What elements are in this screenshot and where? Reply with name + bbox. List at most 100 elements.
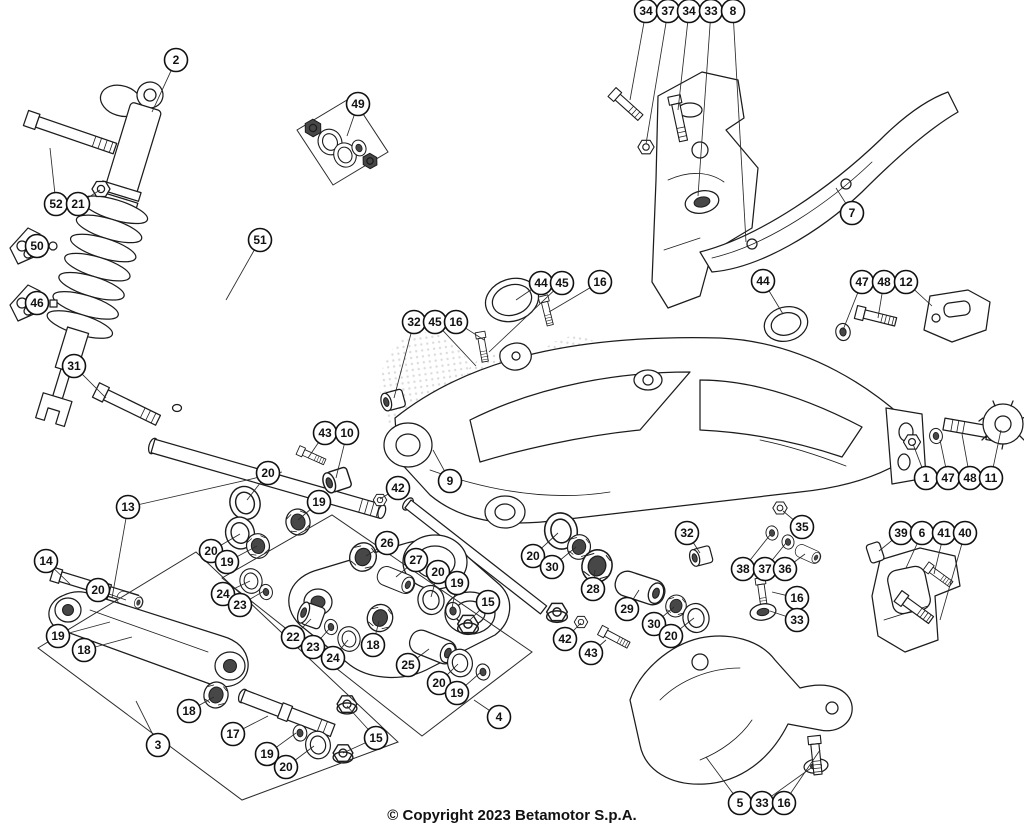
- callout-balloon[interactable]: [674, 520, 700, 546]
- callout-18[interactable]: 18: [176, 696, 215, 724]
- callout-balloon[interactable]: [720, 0, 746, 24]
- callout-balloon[interactable]: [300, 634, 326, 660]
- callout-19[interactable]: 19: [45, 621, 111, 649]
- callout-balloon[interactable]: [45, 623, 71, 649]
- callout-balloon[interactable]: [273, 754, 299, 780]
- callout-43[interactable]: 43: [307, 420, 338, 459]
- callout-19[interactable]: 19: [444, 671, 482, 706]
- callout-balloon[interactable]: [580, 576, 606, 602]
- callout-balloon[interactable]: [784, 607, 810, 633]
- callout-balloon[interactable]: [115, 494, 141, 520]
- callout-balloon[interactable]: [385, 475, 411, 501]
- callout-balloon[interactable]: [587, 269, 613, 295]
- callout-18[interactable]: 18: [71, 636, 133, 663]
- callout-18[interactable]: 18: [360, 620, 386, 658]
- callout-balloon[interactable]: [978, 465, 1004, 491]
- callout-balloon[interactable]: [24, 290, 50, 316]
- callout-balloon[interactable]: [395, 652, 421, 678]
- callout-34[interactable]: 34: [676, 0, 702, 111]
- callout-balloon[interactable]: [549, 270, 575, 296]
- callout-19[interactable]: 19: [297, 489, 332, 521]
- callout-balloon[interactable]: [443, 309, 469, 335]
- callout-balloon[interactable]: [578, 640, 604, 666]
- callout-4[interactable]: 4: [473, 699, 512, 730]
- callout-23[interactable]: 23: [300, 627, 331, 660]
- callout-balloon[interactable]: [552, 626, 578, 652]
- callout-42[interactable]: 42: [379, 475, 411, 501]
- callout-9[interactable]: 9: [432, 449, 463, 494]
- callout-37[interactable]: 37: [752, 542, 787, 582]
- callout-3[interactable]: 3: [135, 700, 171, 758]
- callout-40[interactable]: 40: [939, 520, 978, 621]
- callout-balloon[interactable]: [247, 227, 273, 253]
- callout-35[interactable]: 35: [782, 510, 815, 540]
- callout-balloon[interactable]: [363, 725, 389, 751]
- callout-20[interactable]: 20: [520, 532, 559, 569]
- callout-5[interactable]: 5: [705, 756, 753, 816]
- callout-15[interactable]: 15: [469, 589, 501, 621]
- callout-12[interactable]: 12: [893, 269, 933, 307]
- callout-23[interactable]: 23: [227, 590, 265, 618]
- callout-17[interactable]: 17: [220, 715, 269, 747]
- callout-26[interactable]: 26: [365, 530, 400, 557]
- callout-balloon[interactable]: [444, 680, 470, 706]
- callout-balloon[interactable]: [227, 592, 253, 618]
- callout-balloon[interactable]: [486, 704, 512, 730]
- callout-balloon[interactable]: [641, 611, 667, 637]
- callout-balloon[interactable]: [475, 589, 501, 615]
- callout-52[interactable]: 52: [43, 147, 69, 217]
- callout-51[interactable]: 51: [225, 227, 273, 301]
- callout-31[interactable]: 31: [61, 353, 107, 399]
- callout-balloon[interactable]: [444, 570, 470, 596]
- callout-16[interactable]: 16: [771, 749, 821, 816]
- callout-27[interactable]: 27: [395, 547, 429, 578]
- callout-balloon[interactable]: [85, 577, 111, 603]
- callout-balloon[interactable]: [614, 596, 640, 622]
- callout-balloon[interactable]: [334, 420, 360, 446]
- callout-41[interactable]: 41: [931, 520, 957, 575]
- callout-16[interactable]: 16: [771, 585, 810, 611]
- callout-balloon[interactable]: [360, 632, 386, 658]
- callout-balloon[interactable]: [306, 489, 332, 515]
- callout-47[interactable]: 47: [935, 439, 961, 491]
- callout-39[interactable]: 39: [878, 520, 914, 552]
- callout-24[interactable]: 24: [210, 580, 251, 607]
- callout-16[interactable]: 16: [548, 269, 613, 313]
- callout-15[interactable]: 15: [342, 705, 389, 754]
- callout-19[interactable]: 19: [444, 570, 470, 609]
- callout-balloon[interactable]: [176, 698, 202, 724]
- callout-48[interactable]: 48: [957, 433, 983, 491]
- callout-balloon[interactable]: [658, 623, 684, 649]
- callout-48[interactable]: 48: [871, 269, 897, 319]
- callout-balloon[interactable]: [520, 543, 546, 569]
- callout-29[interactable]: 29: [614, 589, 640, 622]
- callout-22[interactable]: 22: [280, 618, 312, 650]
- callout-20[interactable]: 20: [425, 559, 451, 598]
- callout-balloon[interactable]: [320, 645, 346, 671]
- callout-20[interactable]: 20: [273, 745, 315, 780]
- callout-19[interactable]: 19: [214, 545, 258, 575]
- callout-8[interactable]: 8: [720, 0, 747, 243]
- callout-balloon[interactable]: [163, 47, 189, 73]
- callout-30[interactable]: 30: [641, 606, 675, 637]
- callout-balloon[interactable]: [952, 520, 978, 546]
- callout-balloon[interactable]: [789, 514, 815, 540]
- callout-balloon[interactable]: [772, 556, 798, 582]
- callout-20[interactable]: 20: [658, 617, 695, 649]
- callout-balloon[interactable]: [255, 460, 281, 486]
- callout-24[interactable]: 24: [320, 639, 349, 671]
- callout-10[interactable]: 10: [334, 420, 360, 479]
- callout-16[interactable]: 16: [443, 309, 485, 341]
- callout-balloon[interactable]: [539, 554, 565, 580]
- callout-balloon[interactable]: [65, 191, 91, 217]
- callout-36[interactable]: 36: [772, 553, 806, 582]
- callout-balloon[interactable]: [771, 790, 797, 816]
- callout-33[interactable]: 33: [769, 607, 810, 633]
- callout-14[interactable]: 14: [33, 548, 71, 585]
- callout-42[interactable]: 42: [552, 622, 582, 652]
- callout-34[interactable]: 34: [629, 0, 659, 101]
- callout-balloon[interactable]: [71, 637, 97, 663]
- callout-balloon[interactable]: [345, 91, 371, 117]
- callout-balloon[interactable]: [403, 547, 429, 573]
- callout-45[interactable]: 45: [488, 270, 575, 353]
